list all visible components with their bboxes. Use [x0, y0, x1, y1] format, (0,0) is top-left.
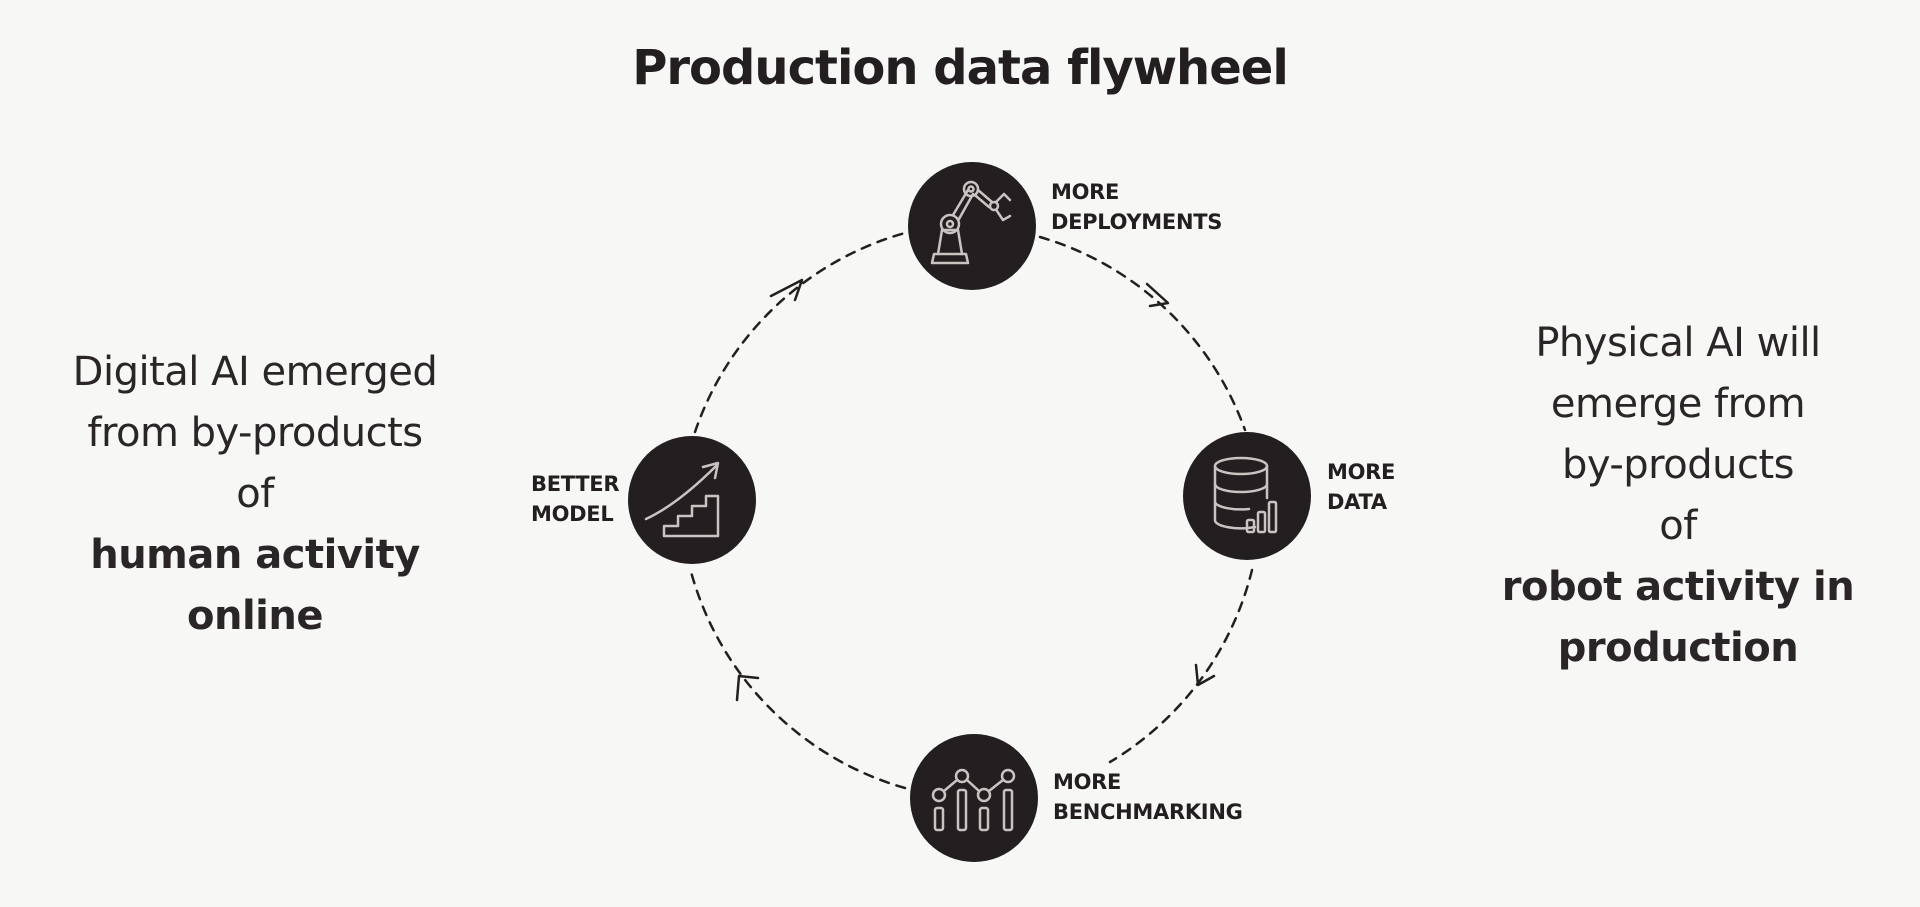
- arc-deployments-to-data: [1038, 235, 1247, 432]
- arc-model-to-deployments: [693, 231, 907, 434]
- arrowhead-to-data: [1145, 282, 1170, 308]
- right-bold-line-2: production: [1557, 625, 1799, 671]
- diagram-title: Production data flywheel: [632, 40, 1289, 96]
- right-line-1: Physical AI will: [1535, 320, 1821, 366]
- arrowhead-to-benchmarking: [1194, 663, 1216, 687]
- left-line-3: of: [236, 471, 274, 517]
- node-better-model: [628, 436, 756, 564]
- arrowhead-to-deployments: [769, 278, 804, 302]
- node-more-data: [1183, 432, 1311, 560]
- label-more-deployments-line-1: MORE: [1051, 180, 1120, 204]
- label-better-model-line-2: MODEL: [531, 502, 614, 526]
- benchmark-chart-icon: [931, 768, 1016, 832]
- arrowhead-to-model: [735, 674, 760, 702]
- label-more-benchmarking-line-2: BENCHMARKING: [1053, 800, 1243, 824]
- right-bold-line-1: robot activity in: [1501, 564, 1855, 610]
- robot-arm-icon: [930, 180, 1012, 265]
- label-better-model: BETTER MODEL: [531, 469, 620, 529]
- label-more-deployments-line-2: DEPLOYMENTS: [1051, 210, 1223, 234]
- arc-benchmarking-to-model: [688, 566, 907, 790]
- left-bold-line-2: online: [187, 593, 323, 639]
- right-line-3: by-products: [1562, 442, 1794, 488]
- label-more-deployments: MORE DEPLOYMENTS: [1051, 177, 1222, 237]
- right-line-2: emerge from: [1550, 381, 1806, 427]
- label-more-data: MORE DATA: [1327, 457, 1395, 517]
- left-line-2: from by-products: [87, 410, 423, 456]
- stairs-growth-icon: [644, 461, 720, 538]
- label-more-benchmarking-line-1: MORE: [1053, 770, 1122, 794]
- right-statement: Physical AI will emerge from by-products…: [1478, 313, 1878, 679]
- left-line-1: Digital AI emerged: [72, 349, 438, 395]
- right-line-4: of: [1659, 503, 1697, 549]
- database-icon: [1213, 456, 1278, 534]
- label-more-data-line-1: MORE: [1327, 460, 1396, 484]
- node-more-deployments: [908, 162, 1036, 290]
- left-statement: Digital AI emerged from by-products of h…: [30, 342, 480, 647]
- label-better-model-line-1: BETTER: [531, 472, 620, 496]
- arc-data-to-benchmarking: [1108, 568, 1254, 764]
- left-bold-line-1: human activity: [90, 532, 420, 578]
- label-more-data-line-2: DATA: [1327, 490, 1387, 514]
- node-more-benchmarking: [910, 734, 1038, 862]
- label-more-benchmarking: MORE BENCHMARKING: [1053, 767, 1243, 827]
